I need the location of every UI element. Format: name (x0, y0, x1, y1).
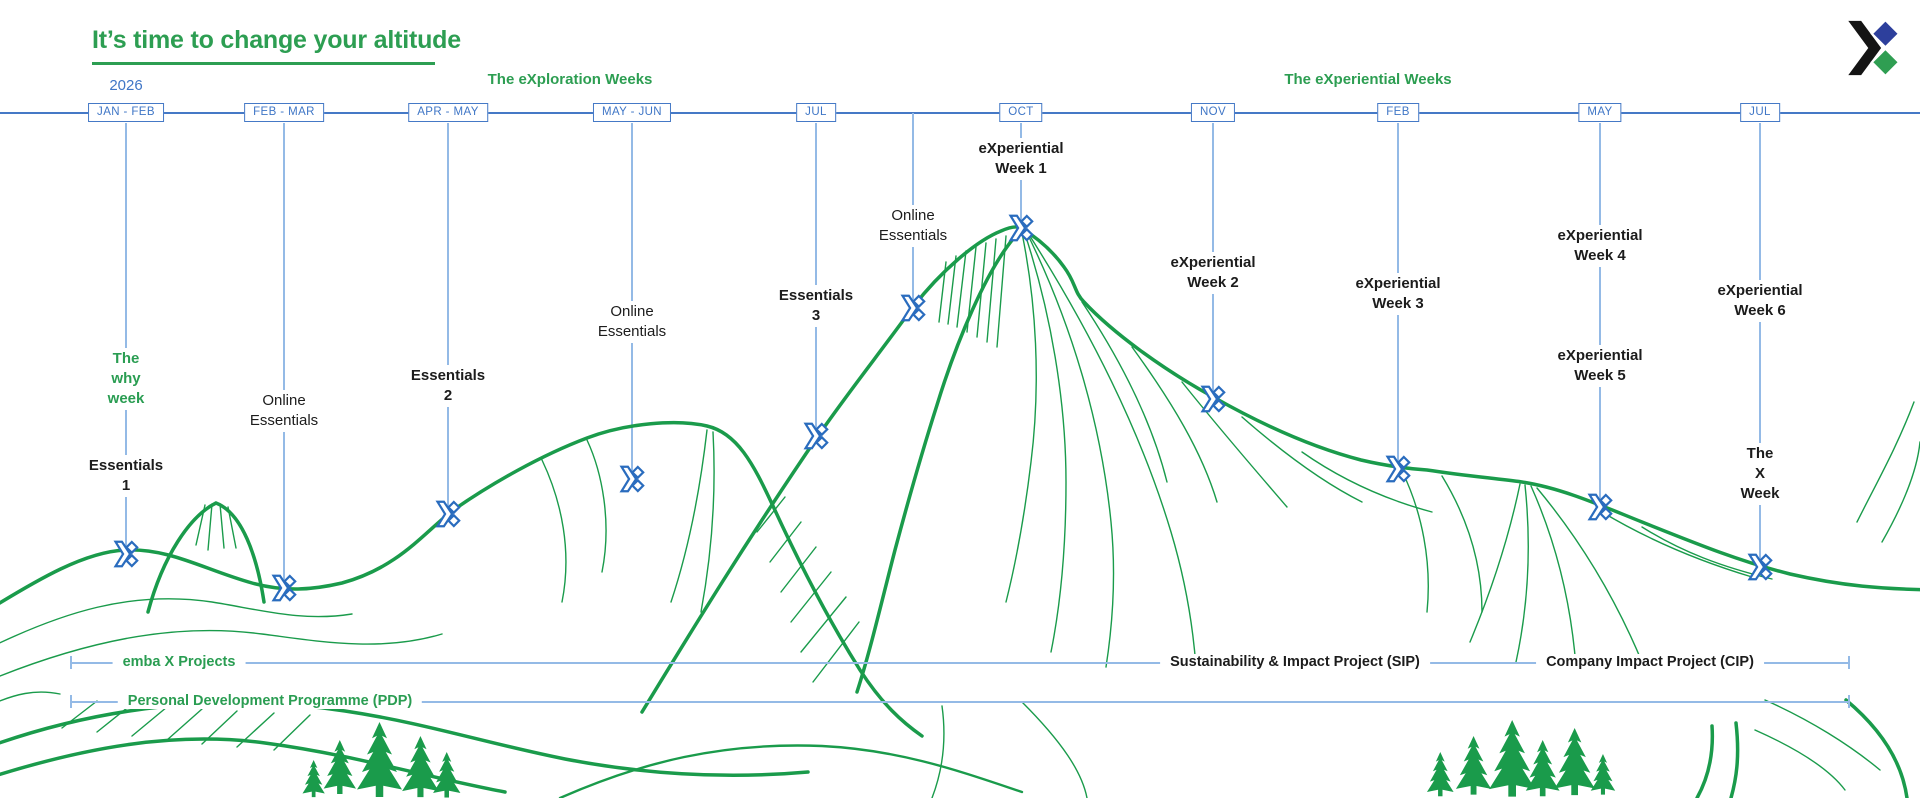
milestone-label-online-essentials: Online Essentials (590, 301, 674, 343)
milestone-x-icon (1199, 385, 1227, 413)
bracket-end-tick (1848, 656, 1850, 669)
milestone-label-experiential-week-5: eXperiential Week 5 (1550, 345, 1650, 387)
month-badge: OCT (999, 103, 1043, 122)
bracket-line (70, 662, 1849, 664)
connector-line (1759, 123, 1761, 566)
connector-line (631, 123, 633, 478)
milestone-x-icon (1746, 553, 1774, 581)
embax-x-logo-icon (1848, 18, 1901, 78)
milestone-label-essentials-3: Essentials 3 (771, 285, 861, 327)
month-badge: MAY (1578, 103, 1622, 122)
milestone-label-essentials-2: Essentials 2 (403, 365, 493, 407)
month-badge: JUL (796, 103, 836, 122)
milestone-x-icon (270, 574, 298, 602)
month-badge: APR - MAY (408, 103, 488, 122)
milestone-label-experiential-week-6: eXperiential Week 6 (1710, 280, 1810, 322)
title-underline (92, 62, 435, 65)
milestone-x-icon (899, 294, 927, 322)
milestone-x-icon (1007, 214, 1035, 242)
milestone-label-experiential-week-2: eXperiential Week 2 (1163, 252, 1263, 294)
month-badge: FEB (1377, 103, 1419, 122)
bracket-end-tick (1848, 695, 1850, 708)
milestone-label-experiential-week-4: eXperiential Week 4 (1550, 225, 1650, 267)
connector-line (815, 123, 817, 435)
milestone-x-icon (434, 500, 462, 528)
month-badge: FEB - MAR (244, 103, 324, 122)
month-badge: JAN - FEB (88, 103, 164, 122)
milestone-label-experiential-week-3: eXperiential Week 3 (1348, 273, 1448, 315)
tree-cluster-left (302, 722, 461, 798)
label-emba-x-projects: emba X Projects (112, 654, 246, 670)
milestone-label-online-essentials: Online Essentials (242, 390, 326, 432)
timeline-axis (0, 112, 1920, 114)
section-header-experiential-weeks: The eXperiential Weeks (1284, 71, 1452, 88)
tree-cluster-right (1426, 720, 1616, 797)
connector-line (447, 123, 449, 513)
year-label: 2026 (109, 77, 143, 94)
connector-line (1599, 123, 1601, 506)
page-title: It’s time to change your altitude (92, 26, 461, 54)
month-badge: NOV (1190, 103, 1236, 122)
mountain-ridges (0, 225, 1920, 798)
milestone-label-online-essentials: Online Essentials (871, 205, 955, 247)
milestone-label-the-x-week: The X Week (1733, 443, 1787, 505)
milestone-label-the-why-week: The why week (100, 348, 152, 410)
milestone-x-icon (802, 422, 830, 450)
milestone-label-essentials-1: Essentials 1 (81, 455, 171, 497)
label-company-impact-project: Company Impact Project (CIP) (1536, 654, 1764, 670)
milestone-x-icon (1384, 455, 1412, 483)
label-sustainability-impact-project: Sustainability & Impact Project (SIP) (1160, 654, 1430, 670)
connector-line (125, 123, 127, 553)
bracket-line (70, 701, 1849, 703)
milestone-label-experiential-week-1: eXperiential Week 1 (971, 138, 1071, 180)
connector-line (283, 123, 285, 587)
month-badge: MAY - JUN (592, 103, 672, 122)
month-badge: JUL (1740, 103, 1780, 122)
milestone-x-icon (112, 540, 140, 568)
section-header-exploration-weeks: The eXploration Weeks (487, 71, 653, 88)
milestone-x-icon (1586, 493, 1614, 521)
milestone-x-icon (618, 465, 646, 493)
label-personal-development-programme: Personal Development Programme (PDP) (117, 693, 423, 709)
